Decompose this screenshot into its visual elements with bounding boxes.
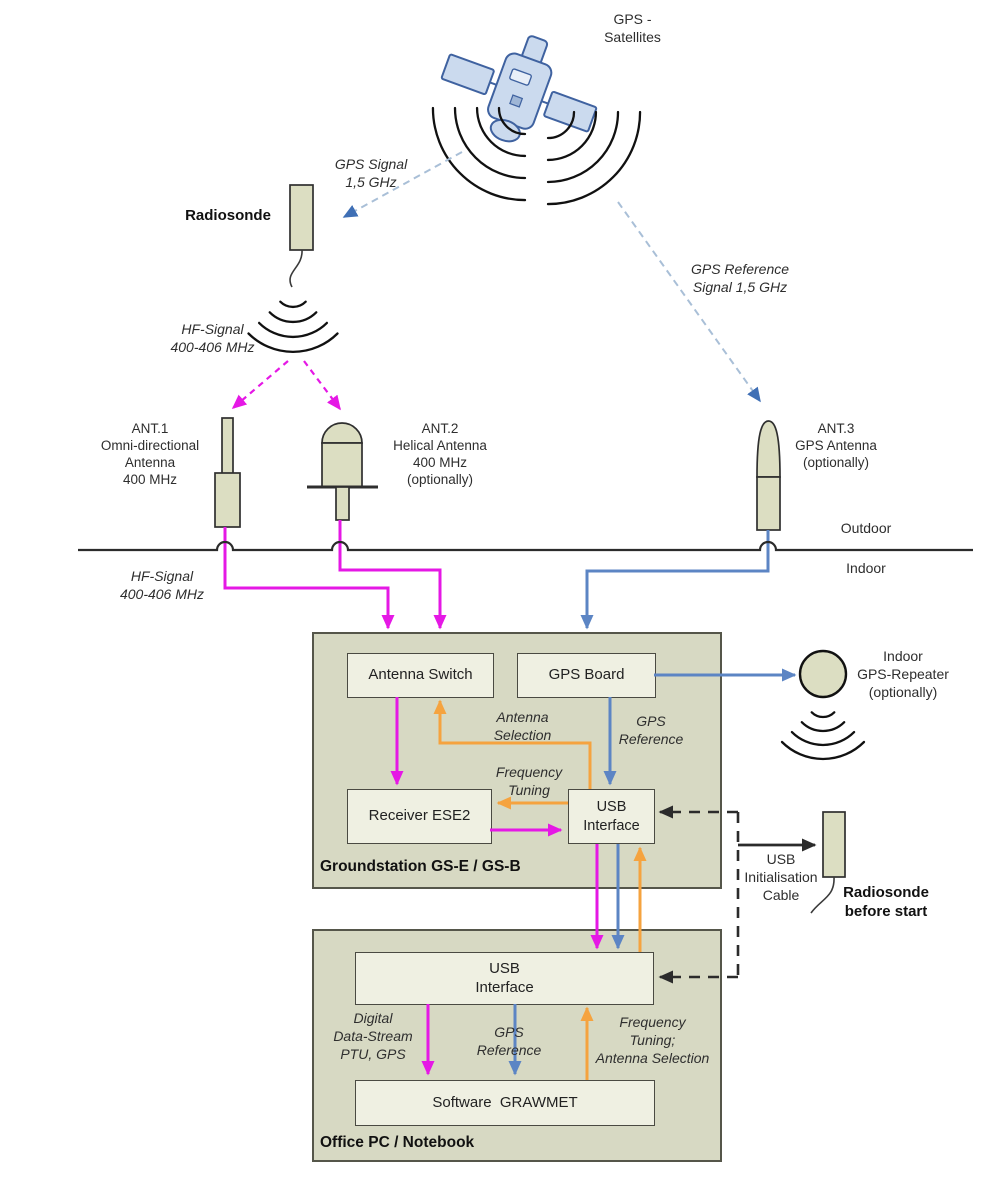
- gs-gps-reference-label: GPS Reference: [618, 713, 684, 747]
- usb-init-cable-label: USB Initialisation Cable: [744, 851, 818, 903]
- gps-reference-signal-arrow: [617, 201, 761, 403]
- radiosonde-before-start-label: Radiosonde before start: [843, 884, 929, 921]
- antenna-switch-box: Antenna Switch: [347, 653, 494, 698]
- groundstation-title: Groundstation GS-E / GS-B: [320, 858, 521, 875]
- repeater-waves: [780, 711, 866, 761]
- office-gps-reference-label: GPS Reference: [476, 1024, 542, 1058]
- gs-usb-interface-box: USB Interface: [568, 789, 655, 844]
- frequency-antenna-label: Frequency Tuning; Antenna Selection: [595, 1014, 710, 1066]
- hf-cable-ant1: [223, 527, 395, 630]
- gps-repeater-icon: [798, 649, 848, 699]
- frequency-tuning-label: Frequency Tuning: [495, 764, 563, 798]
- hf-signal-air-label: HF-Signal 400-406 MHz: [170, 321, 255, 355]
- ant3-label: ANT.3 GPS Antenna (optionally): [795, 421, 877, 471]
- outdoor-label: Outdoor: [840, 520, 892, 536]
- gps-board-box: GPS Board: [517, 653, 656, 698]
- gps-reference-signal-label: GPS Reference Signal 1,5 GHz: [690, 261, 790, 295]
- repeater-label: Indoor GPS-Repeater (optionally): [857, 648, 949, 700]
- hf-broadcast-arrow-ant2: [303, 360, 341, 411]
- office-usb-interface-box: USB Interface: [355, 952, 654, 1005]
- hf-cable-ant2: [338, 520, 447, 630]
- office-pc-title: Office PC / Notebook: [320, 1134, 475, 1151]
- gps-board-label: GPS Board: [548, 666, 625, 684]
- satellite-waves-left: [431, 106, 527, 202]
- hf-broadcast-arrow-ant1: [231, 360, 289, 409]
- ant1-omni-antenna-icon: [214, 417, 241, 528]
- radiosonde-icon: [289, 184, 314, 288]
- digital-stream-label: Digital Data-Stream PTU, GPS: [333, 1010, 413, 1062]
- ant2-label: ANT.2 Helical Antenna 400 MHz (optionall…: [393, 421, 487, 488]
- ant1-label: ANT.1 Omni-directional Antenna 400 MHz: [100, 421, 200, 488]
- receiver-ese2-label: Receiver ESE2: [368, 807, 471, 825]
- radiosonde-label: Radiosonde: [185, 207, 271, 224]
- gs-usb-interface-label: USB Interface: [583, 799, 640, 834]
- gps-antenna-cable: [580, 530, 770, 630]
- boundary-line: [78, 540, 973, 552]
- gps-signal-label: GPS Signal 1,5 GHz: [334, 156, 408, 190]
- hf-signal-cable-label: HF-Signal 400-406 MHz: [119, 568, 205, 602]
- antenna-switch-label: Antenna Switch: [368, 666, 473, 684]
- gps-satellites-label: GPS - Satellites: [604, 11, 661, 45]
- software-grawmet-label: Software GRAWMET: [432, 1093, 578, 1111]
- ant2-helical-antenna-icon: [307, 422, 378, 521]
- office-usb-interface-label: USB Interface: [475, 959, 534, 996]
- software-grawmet-box: Software GRAWMET: [355, 1080, 655, 1126]
- receiver-ese2-box: Receiver ESE2: [347, 789, 492, 844]
- antenna-selection-label: Antenna Selection: [493, 709, 552, 743]
- satellite-waves-right: [546, 110, 642, 206]
- indoor-label: Indoor: [846, 560, 886, 576]
